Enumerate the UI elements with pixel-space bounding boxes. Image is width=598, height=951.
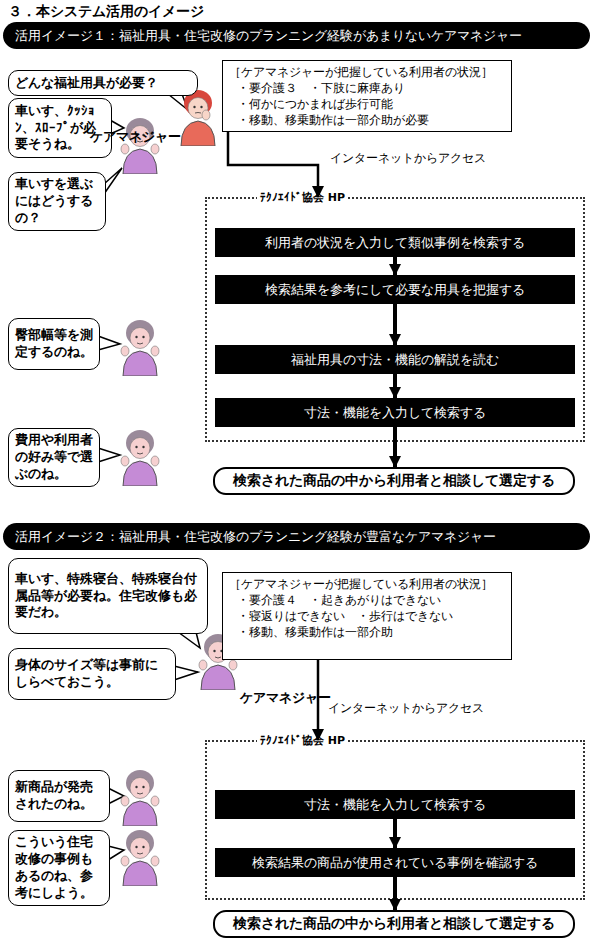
website-name: ﾃｸﾉｴｲﾄﾞ協会 HP (257, 190, 348, 205)
speech-bubble: 臀部幅等を測定するのね。 (8, 318, 100, 370)
bubble-content: 費用や利用者の好み等で選ぶのね。 (15, 432, 93, 483)
bubble-tail (98, 448, 120, 462)
process-box-text: 検索結果の商品が使用されている事例を確認する (252, 854, 538, 872)
section-band-text: 活用イメージ２：福祉用具・住宅改修のプランニング経験が豊富なケアマネジャー (15, 528, 496, 546)
care-manager-figure (121, 430, 159, 486)
flow-arrow (393, 257, 397, 275)
result-box-text: 検索された商品の中から利用者と相談して選定する (233, 472, 555, 490)
speech-bubble-text: 車いす、特殊寝台、特殊寝台付属品等が必要ね。住宅改修も必要だわ。 (15, 571, 201, 622)
result-box: 検索された商品の中から利用者と相談して選定する (213, 467, 575, 495)
care-manager-figure (121, 320, 159, 376)
speech-bubble-text: 費用や利用者の好み等で選ぶのね。 (15, 432, 93, 483)
status-box-text: ・移動、移乗動作は一部介助が必要 (229, 112, 505, 128)
care-manager-figure (121, 830, 159, 886)
bubble-tail (178, 632, 200, 648)
status-box-text: ・要介護３ ・下肢に麻痺あり (229, 80, 505, 96)
status-box-text: ・何かにつかまれば歩行可能 (229, 96, 505, 112)
process-box-text: 福祉用具の寸法・機能の解説を読む (291, 351, 499, 369)
speech-bubble-text: どんな福祉用具が必要？ (15, 75, 158, 92)
speech-bubble-text: 車いすを選ぶにはどうするの？ (15, 176, 99, 227)
speech-bubble: 車いす、特殊寝台、特殊寝台付属品等が必要ね。住宅改修も必要だわ。 (8, 558, 208, 634)
bubble-tail (174, 666, 198, 680)
process-box-text: 寸法・機能を入力して検索する (304, 796, 486, 814)
speech-bubble: こういう住宅改修の事例もあるのね、参考にしよう。 (8, 830, 110, 906)
status-box-text: ・移動、移乗動作は一部介助 (229, 624, 505, 640)
process-box: 寸法・機能を入力して検索する (215, 790, 575, 819)
page-title: ３．本システム活用のイメージ (8, 3, 204, 21)
speech-bubble: どんな福祉用具が必要？ (8, 70, 198, 96)
speech-bubble: 新商品が発売されたのね。 (8, 770, 110, 822)
speech-bubble: 車いすを選ぶにはどうするの？ (8, 172, 106, 231)
flow-arrow (228, 132, 318, 197)
process-box-text: 利用者の状況を入力して類似事例を検索する (265, 234, 525, 252)
website-name: ﾃｸﾉｴｲﾄﾞ協会 HP (257, 733, 348, 748)
result-box-text: 検索された商品の中から利用者と相談して選定する (233, 915, 555, 933)
status-box-text: ［ケアマネジャーが把握している利用者の状況］ (229, 64, 505, 80)
speech-bubble-text: こういう住宅改修の事例もあるのね、参考にしよう。 (15, 834, 103, 902)
process-box: 福祉用具の寸法・機能の解説を読む (215, 345, 575, 374)
process-box: 寸法・機能を入力して検索する (215, 398, 575, 427)
bubble-content: 臀部幅等を測定するのね。 (15, 327, 93, 361)
bubble-content: 身体のサイズ等は事前にしらべておこう。 (15, 657, 169, 691)
edge-label: インターネットからアクセス (330, 150, 486, 167)
website-frame: ﾃｸﾉｴｲﾄﾞ協会 HP寸法・機能を入力して検索する検索結果の商品が使用されてい… (205, 740, 585, 900)
flow-arrow (393, 304, 397, 345)
process-box-text: 検索結果を参考にして必要な用具を把握する (265, 281, 525, 299)
care-manager-figure (181, 90, 215, 146)
bubble-tail (104, 168, 122, 194)
bubble-content: 車いす、特殊寝台、特殊寝台付属品等が必要ね。住宅改修も必要だわ。 (15, 571, 201, 622)
flow-arrow (393, 427, 397, 467)
speech-bubble: 費用や利用者の好み等で選ぶのね。 (8, 428, 100, 487)
speech-bubble-text: 新商品が発売されたのね。 (15, 779, 103, 813)
figure-label: ケアマネジャー (90, 128, 181, 146)
status-box: ［ケアマネジャーが把握している利用者の状況］・要介護３ ・下肢に麻痺あり・何かに… (222, 60, 512, 132)
bubble-content: どんな福祉用具が必要？ (15, 75, 158, 92)
flow-arrow (393, 374, 397, 398)
bubble-content: こういう住宅改修の事例もあるのね、参考にしよう。 (15, 834, 103, 902)
flow-arrow (393, 819, 397, 848)
result-box: 検索された商品の中から利用者と相談して選定する (213, 910, 575, 938)
speech-bubble-text: 臀部幅等を測定するのね。 (15, 327, 93, 361)
bubble-content: 新商品が発売されたのね。 (15, 779, 103, 813)
bubble-content: 車いすを選ぶにはどうするの？ (15, 176, 99, 227)
website-frame: ﾃｸﾉｴｲﾄﾞ協会 HP利用者の状況を入力して類似事例を検索する検索結果を参考に… (205, 197, 585, 442)
flow-arrow (393, 877, 397, 910)
process-box: 利用者の状況を入力して類似事例を検索する (215, 228, 575, 257)
process-box: 検索結果の商品が使用されている事例を確認する (215, 848, 575, 877)
section-band: 活用イメージ１：福祉用具・住宅改修のプランニング経験があまりないケアマネジャー (3, 22, 590, 49)
status-box-text: ・要介護４ ・起きあがりはできない (229, 592, 505, 608)
speech-bubble-text: 車いす、ｸｯｼｮﾝ、ｽﾛｰﾌﾟが必要そうね。 (15, 103, 105, 154)
process-box: 検索結果を参考にして必要な用具を把握する (215, 275, 575, 304)
status-box-text: ・寝返りはできない ・歩行はできない (229, 608, 505, 624)
process-box-text: 寸法・機能を入力して検索する (304, 404, 486, 422)
speech-bubble: 身体のサイズ等は事前にしらべておこう。 (8, 648, 176, 700)
care-manager-figure (121, 118, 159, 174)
speech-bubble-text: 身体のサイズ等は事前にしらべておこう。 (15, 657, 169, 691)
section-band-text: 活用イメージ１：福祉用具・住宅改修のプランニング経験があまりないケアマネジャー (15, 27, 522, 45)
section-band: 活用イメージ２：福祉用具・住宅改修のプランニング経験が豊富なケアマネジャー (3, 523, 590, 550)
status-box-text: ［ケアマネジャーが把握している利用者の状況］ (229, 576, 505, 592)
figure-label: ケアマネジャー (240, 689, 331, 707)
status-box: ［ケアマネジャーが把握している利用者の状況］・要介護４ ・起きあがりはできない・… (222, 572, 512, 660)
edge-label: インターネットからアクセス (328, 700, 484, 717)
care-manager-figure (121, 770, 159, 826)
bubble-tail (98, 336, 120, 350)
speech-bubble: 車いす、ｸｯｼｮﾝ、ｽﾛｰﾌﾟが必要そうね。 (8, 98, 112, 158)
bubble-content: 車いす、ｸｯｼｮﾝ、ｽﾛｰﾌﾟが必要そうね。 (15, 103, 105, 154)
